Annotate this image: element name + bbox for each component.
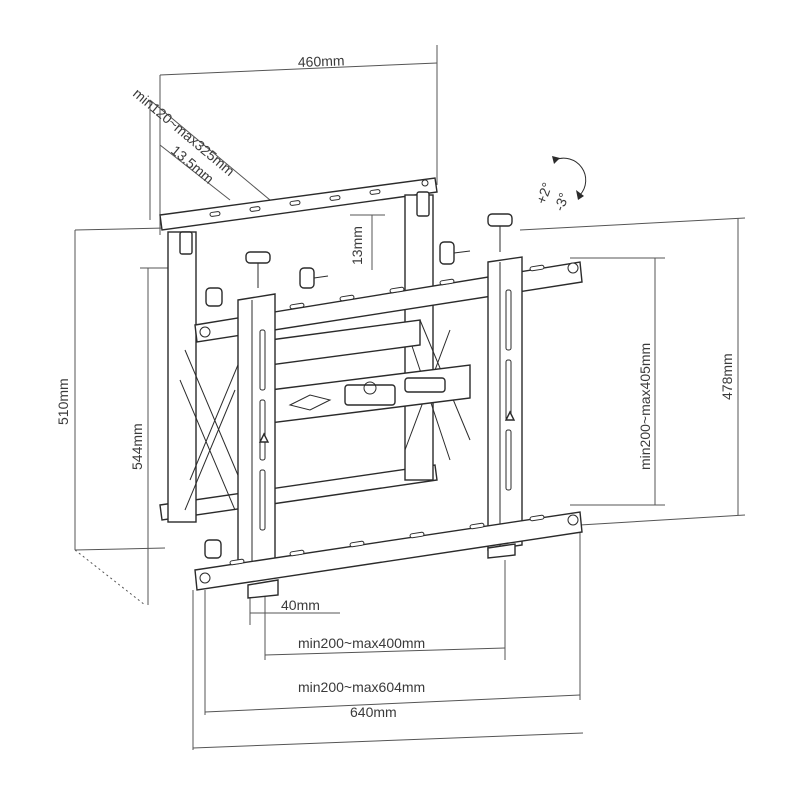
tilt-arrow-icon bbox=[552, 156, 587, 200]
adjustment-knobs bbox=[179, 191, 513, 559]
vertical-bar-left bbox=[237, 293, 276, 581]
knob-icon bbox=[299, 267, 329, 289]
knob-icon bbox=[205, 287, 223, 307]
label-vesa-vertical: min200~max405mm bbox=[637, 343, 653, 470]
vertical-bar-right bbox=[487, 256, 523, 551]
knob-icon bbox=[487, 213, 513, 252]
label-bottom-offset: 40mm bbox=[281, 597, 320, 613]
label-frame-height: 544mm bbox=[129, 423, 145, 470]
label-vesa-horizontal-400: min200~max400mm bbox=[298, 635, 425, 651]
dimension-lines bbox=[74, 45, 746, 750]
knob-icon bbox=[439, 241, 471, 265]
knob-icon bbox=[245, 251, 271, 288]
front-bottom-rail bbox=[194, 511, 583, 599]
label-top-width: 460mm bbox=[298, 52, 345, 70]
label-vesa-horizontal-604: min200~max604mm bbox=[298, 679, 425, 695]
label-tilt-up: +2° bbox=[533, 180, 555, 206]
label-vertical-adjust: 13mm bbox=[349, 226, 365, 265]
label-overall-height: 478mm bbox=[719, 353, 735, 400]
label-overall-width: 640mm bbox=[350, 704, 397, 720]
knob-icon bbox=[204, 539, 222, 559]
label-tilt-down: -3° bbox=[551, 191, 572, 213]
label-wall-height: 510mm bbox=[55, 378, 71, 425]
center-crossbar bbox=[269, 319, 471, 424]
